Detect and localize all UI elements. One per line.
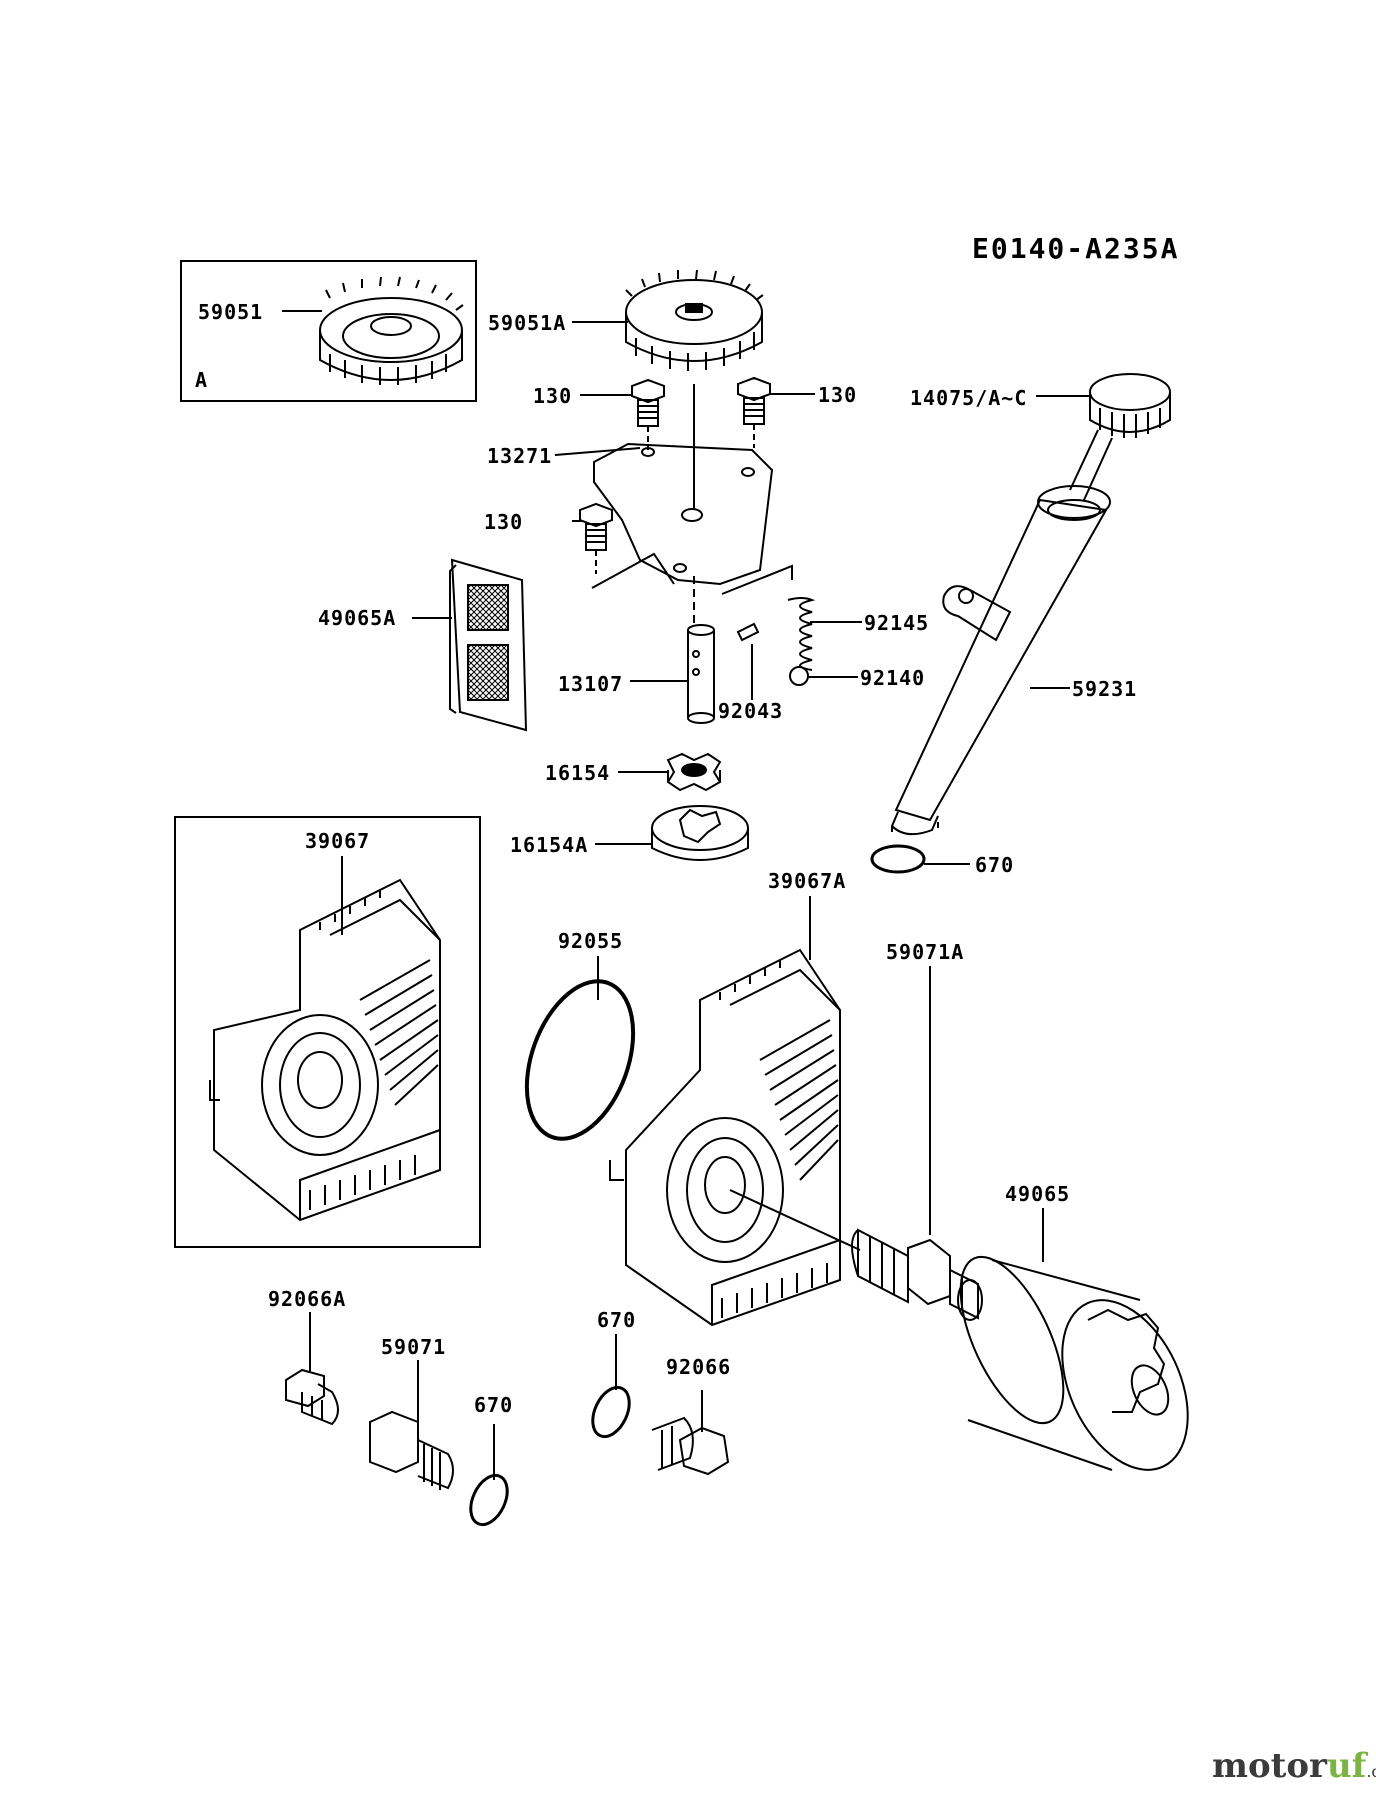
label-92140: 92140 [860, 666, 926, 690]
shaft-13107-icon [687, 576, 715, 724]
label-13107: 13107 [558, 672, 624, 696]
rotor-16154-icon [666, 752, 722, 792]
spring-92145-icon [787, 597, 816, 671]
label-92066a: 92066A [268, 1287, 347, 1311]
rotor-16154a-icon [651, 805, 749, 861]
label-49065a: 49065A [318, 606, 397, 630]
watermark-motor: motor [1212, 1746, 1327, 1786]
label-49065: 49065 [1005, 1182, 1071, 1206]
label-39067: 39067 [305, 829, 371, 853]
inset-box-39067 [174, 816, 481, 1248]
label-59051a: 59051A [488, 311, 567, 335]
label-16154a: 16154A [510, 833, 589, 857]
gasket-92055-icon [524, 979, 636, 1141]
strainer-49065a-icon [449, 558, 528, 732]
plug-59071-icon [369, 1410, 454, 1490]
o-ring-670-c-icon [469, 1473, 509, 1527]
bolt-130-c-icon [579, 502, 613, 574]
label-92145: 92145 [864, 611, 930, 635]
oil-filter-49065-icon [959, 1255, 1189, 1471]
label-130-b: 130 [818, 383, 858, 407]
label-92055: 92055 [558, 929, 624, 953]
dipstick-tube-59231-icon [890, 485, 1111, 836]
label-59071: 59071 [381, 1335, 447, 1359]
gear-59051-icon [319, 276, 464, 385]
label-670-b: 670 [597, 1308, 637, 1332]
watermark-uf: uf [1326, 1746, 1367, 1786]
label-130-c: 130 [484, 510, 524, 534]
ball-92140-icon [789, 666, 809, 686]
label-16154: 16154 [545, 761, 611, 785]
bolt-130-b-icon [737, 376, 771, 448]
label-670-c: 670 [474, 1393, 514, 1417]
label-13271: 13271 [487, 444, 553, 468]
pin-92043-icon [736, 622, 760, 642]
bolt-130-a-icon [631, 378, 665, 450]
label-59071a: 59071A [886, 940, 965, 964]
label-14075: 14075/A~C [910, 386, 1028, 410]
o-ring-670-a-icon [870, 844, 926, 874]
drain-plug-92066-icon [651, 1416, 730, 1476]
label-130-a: 130 [533, 384, 573, 408]
label-92043: 92043 [718, 699, 784, 723]
gear-59051a-icon [625, 269, 764, 371]
label-59051: 59051 [198, 300, 264, 324]
label-39067a: 39067A [768, 869, 847, 893]
label-92066: 92066 [666, 1355, 732, 1379]
crankcase-cover-39067-icon [209, 878, 441, 1222]
o-ring-670-b-icon [591, 1385, 631, 1439]
dipstick-cap-14075-icon [1069, 373, 1171, 501]
inset-a-label: A [195, 368, 209, 392]
drain-plug-92066a-icon [285, 1368, 339, 1426]
crankcase-cover-39067a-icon [609, 948, 861, 1327]
label-59231: 59231 [1072, 677, 1138, 701]
diagram-code: E0140-A235A [972, 232, 1180, 265]
watermark-logo: motoruf.de [1212, 1746, 1376, 1786]
label-670-a: 670 [975, 853, 1015, 877]
inset-box-a [180, 260, 477, 402]
pump-plate-13271 [593, 442, 774, 586]
watermark-tld: .de [1366, 1762, 1376, 1781]
